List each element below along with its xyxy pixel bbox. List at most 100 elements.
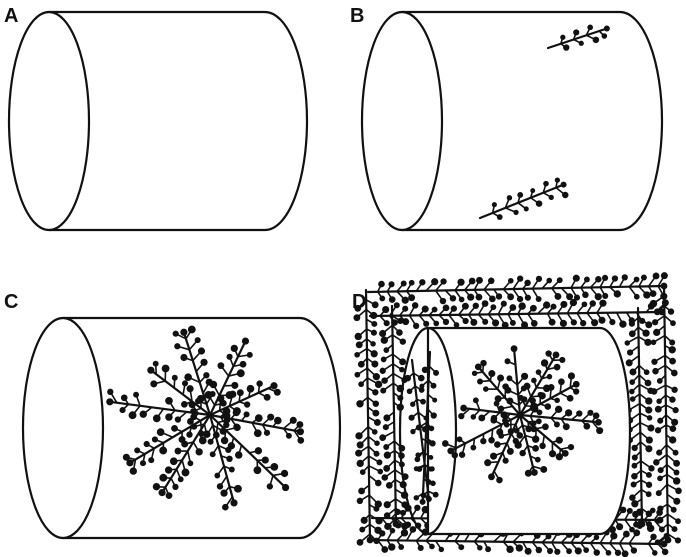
bud	[388, 543, 396, 551]
bud	[379, 329, 387, 338]
bud	[574, 547, 582, 555]
bud	[374, 380, 383, 389]
bud	[555, 436, 563, 444]
bud	[414, 504, 421, 511]
bud	[280, 469, 289, 478]
bud	[507, 428, 515, 435]
bud	[567, 372, 576, 380]
branch-stem	[208, 413, 236, 505]
bud	[366, 536, 374, 544]
bud	[655, 517, 662, 524]
bud	[478, 414, 486, 422]
bud	[178, 436, 186, 444]
cylinder-c	[21, 316, 342, 540]
bud	[197, 347, 206, 355]
bud	[401, 296, 409, 304]
bud	[354, 304, 362, 312]
bud	[661, 548, 669, 556]
bud	[502, 457, 509, 464]
bud	[461, 302, 469, 310]
bud	[566, 548, 572, 555]
bud	[356, 538, 364, 546]
bud	[645, 445, 653, 453]
bud	[411, 302, 419, 309]
branch-stem	[182, 331, 212, 417]
bud	[613, 290, 621, 298]
bud	[626, 349, 634, 356]
bud	[565, 409, 573, 417]
bud	[380, 387, 387, 394]
bud	[254, 447, 263, 455]
bud	[433, 369, 440, 376]
bud	[402, 305, 409, 312]
bud	[517, 192, 524, 198]
bud	[524, 469, 532, 477]
bud	[616, 523, 624, 531]
bud	[524, 547, 532, 555]
bud	[651, 358, 658, 365]
bud	[657, 417, 664, 424]
bud	[566, 293, 574, 301]
bud	[186, 431, 193, 438]
bud	[419, 279, 426, 286]
bud	[631, 454, 638, 461]
bud	[355, 432, 363, 440]
bud	[195, 448, 203, 456]
bud	[194, 337, 201, 344]
bud	[297, 437, 305, 444]
bud	[500, 300, 507, 307]
bud	[482, 386, 489, 392]
bud	[404, 374, 412, 382]
bud	[371, 429, 378, 435]
bud	[515, 544, 523, 552]
bud	[406, 388, 413, 395]
cylinder-a-end	[7, 10, 91, 232]
bud	[587, 24, 594, 31]
bud	[359, 469, 366, 475]
bud	[152, 414, 161, 423]
bud	[652, 367, 659, 375]
bud	[239, 360, 247, 368]
bud	[587, 409, 594, 416]
bud	[241, 337, 250, 345]
bud	[516, 295, 524, 303]
bud	[148, 457, 155, 464]
bud	[470, 318, 478, 326]
bud	[204, 391, 213, 399]
bud	[174, 447, 182, 455]
bud	[226, 455, 233, 463]
bud	[472, 397, 479, 404]
bud	[456, 436, 463, 443]
bud	[393, 302, 400, 309]
bud	[523, 382, 531, 390]
bud	[485, 546, 492, 553]
bud	[547, 548, 554, 555]
bud	[470, 414, 477, 420]
bud	[670, 506, 677, 513]
bud	[650, 339, 657, 346]
bud	[649, 290, 657, 297]
bud	[174, 343, 181, 350]
bud	[417, 374, 425, 382]
bud	[482, 318, 489, 325]
bud	[645, 521, 653, 528]
bud	[531, 377, 537, 384]
bud	[449, 295, 457, 302]
bud	[203, 372, 210, 379]
bud	[619, 506, 627, 514]
bud	[158, 488, 166, 497]
bud	[631, 500, 639, 508]
bud	[554, 397, 560, 404]
bud	[376, 459, 383, 466]
bud	[480, 359, 487, 367]
bud	[401, 522, 409, 530]
bud	[648, 465, 655, 472]
bud	[619, 320, 627, 328]
bud	[381, 546, 389, 553]
bud	[419, 498, 426, 505]
bud	[187, 325, 196, 334]
bud	[535, 418, 542, 425]
bud	[548, 450, 557, 458]
bud	[593, 534, 600, 541]
